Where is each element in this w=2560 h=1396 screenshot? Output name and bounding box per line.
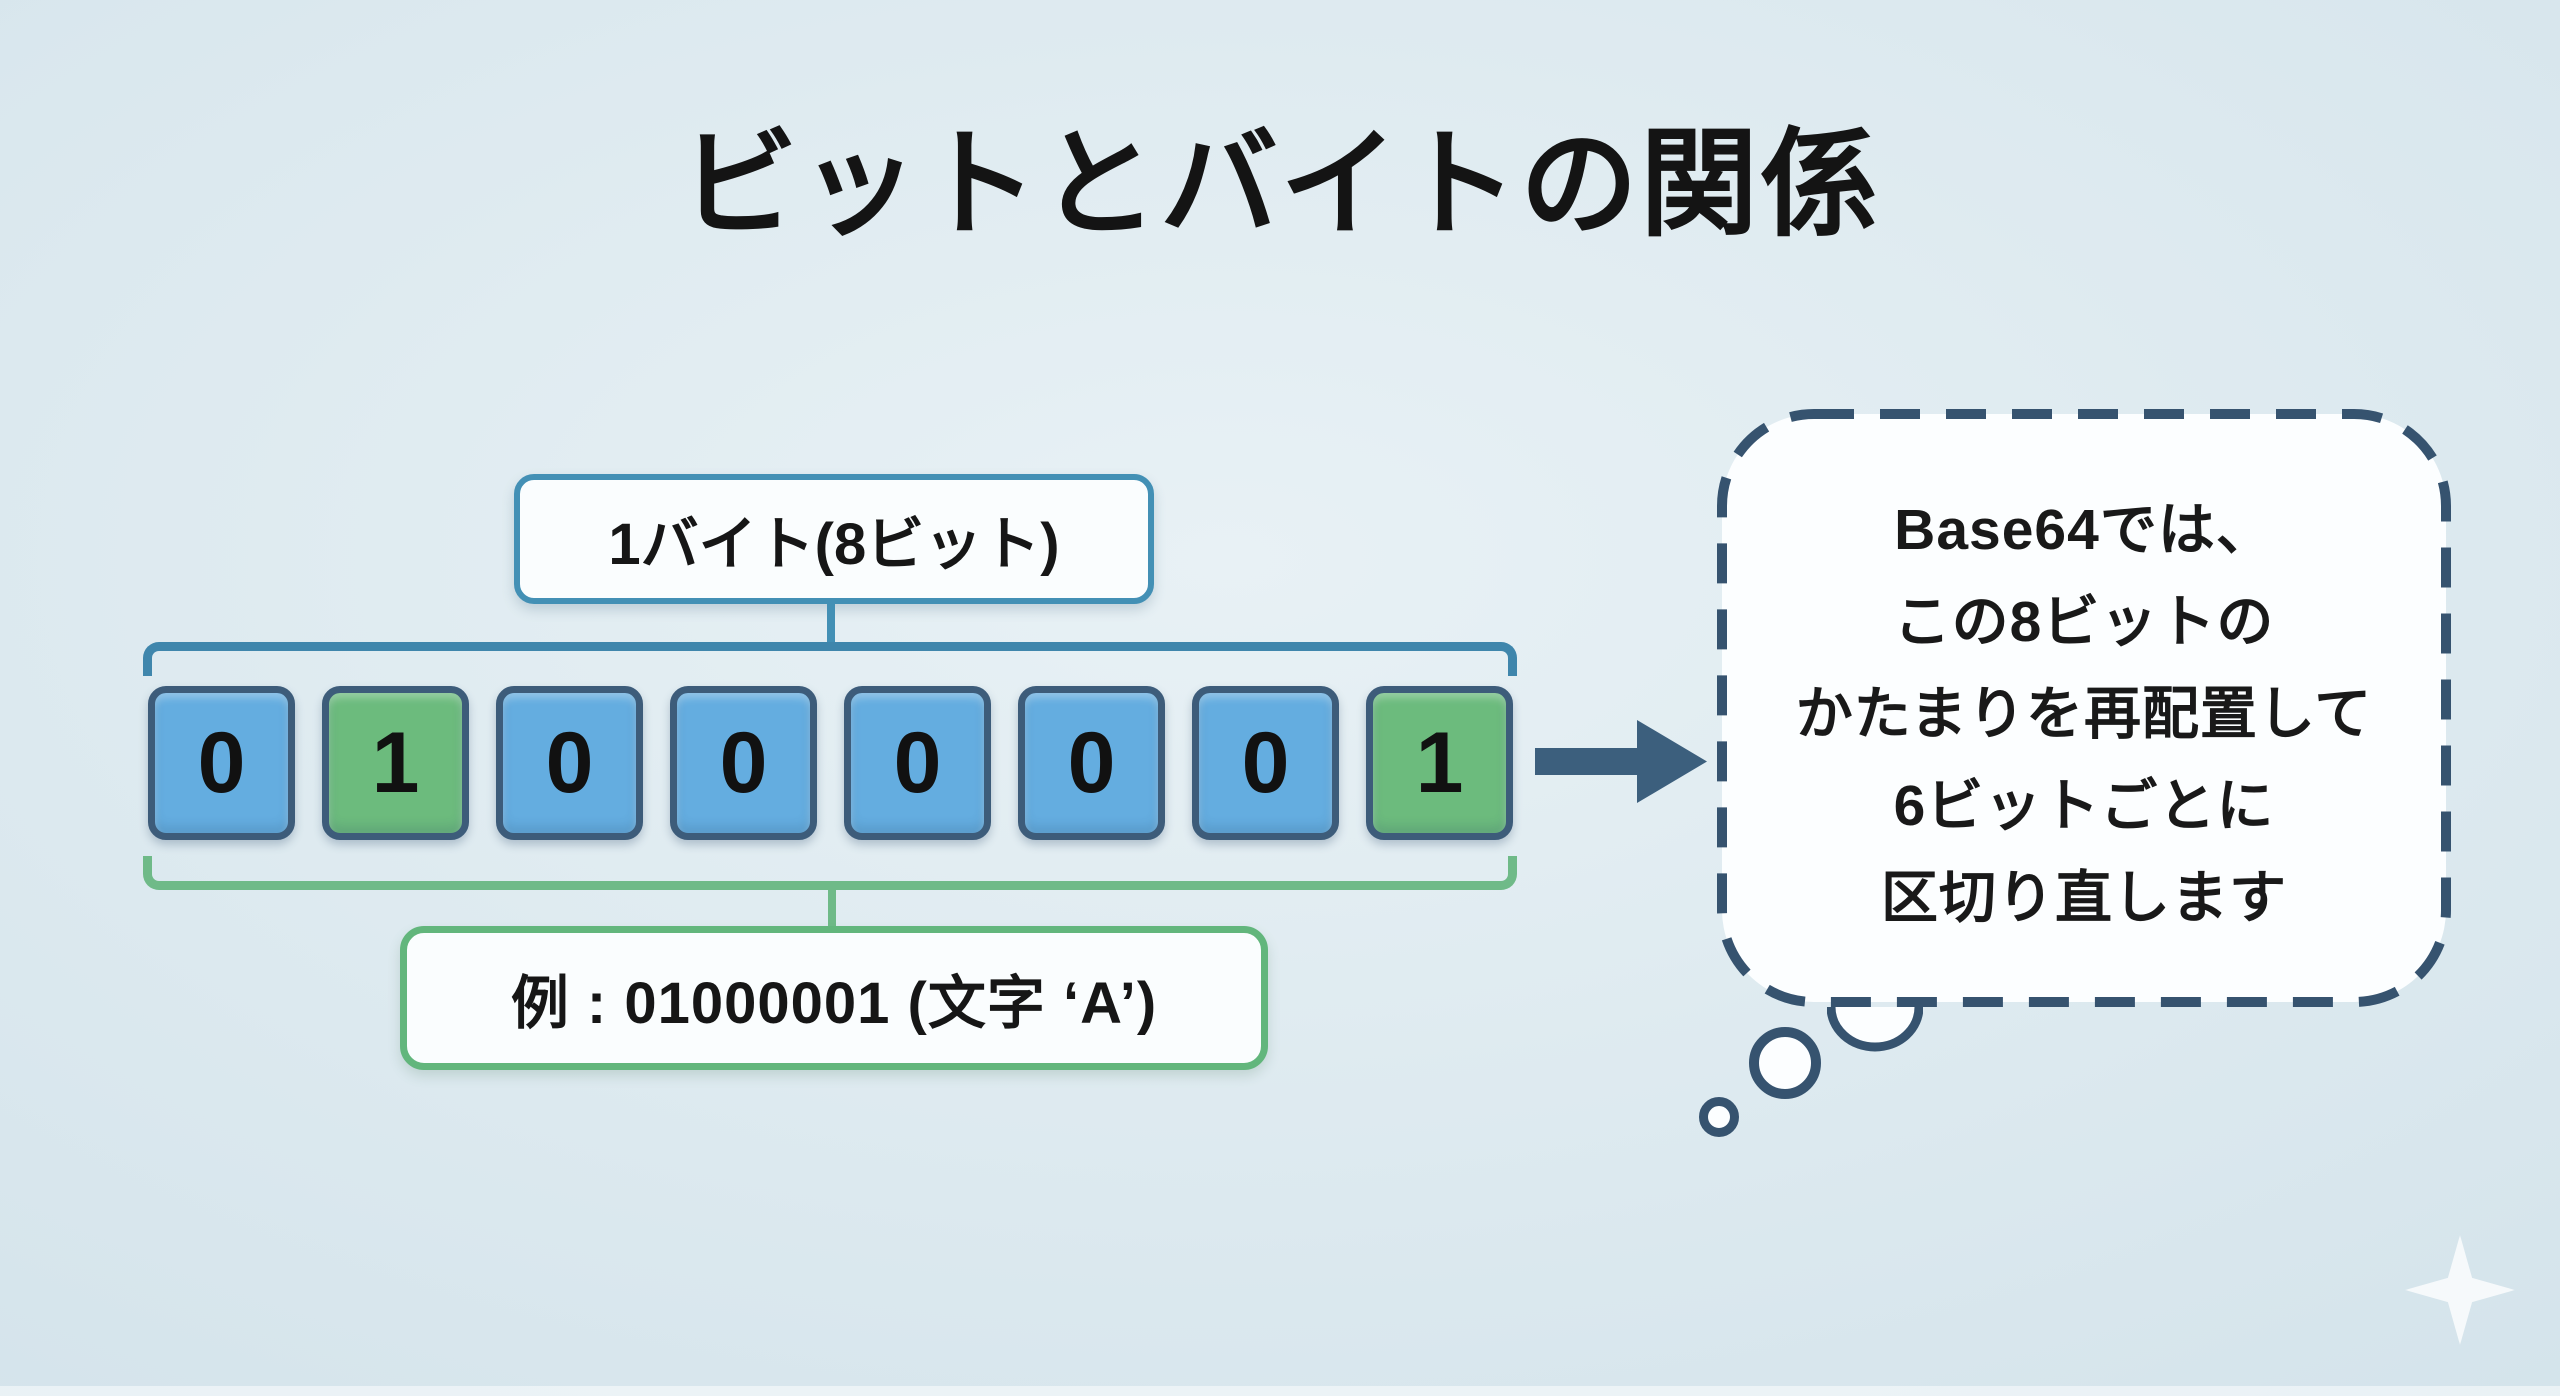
thought-bubble-border <box>1717 409 2451 1007</box>
bit-cell: 0 <box>844 686 991 840</box>
bit-cell: 1 <box>322 686 469 840</box>
thought-bubble-tail-circle <box>1699 1097 1739 1137</box>
byte-label-box: 1バイト(8ビット) <box>514 474 1154 604</box>
bubble-line: 6ビットごとに <box>1893 774 2275 838</box>
thought-bubble: Base64では、 この8ビットの かたまりを再配置して 6ビットごとに 区切り… <box>1716 408 2452 1008</box>
thought-bubble-tail-circle <box>1749 1027 1821 1099</box>
bit-cell: 0 <box>148 686 295 840</box>
bubble-line: Base64では、 <box>1894 498 2274 562</box>
bit-cell: 0 <box>496 686 643 840</box>
example-label-text: 例 : 01000001 (文字 ‘A’) <box>510 971 1158 1036</box>
bubble-line: この8ビットの <box>1893 590 2275 654</box>
thought-bubble-text: Base64では、 この8ビットの かたまりを再配置して 6ビットごとに 区切り… <box>1716 408 2452 1008</box>
sparkle-icon <box>2405 1235 2515 1345</box>
bubble-line: 区切り直します <box>1881 866 2287 930</box>
example-bracket <box>143 856 1517 890</box>
bit-row: 0 1 0 0 0 0 0 1 <box>148 686 1513 840</box>
bit-cell: 0 <box>1192 686 1339 840</box>
example-label-box: 例 : 01000001 (文字 ‘A’) <box>400 926 1268 1070</box>
byte-bracket <box>143 642 1517 676</box>
bottom-highlight-strip <box>0 1386 2560 1396</box>
byte-connector-line <box>827 600 835 646</box>
example-connector-line <box>828 888 836 928</box>
bit-cell: 0 <box>1018 686 1165 840</box>
bubble-line: かたまりを再配置して <box>1795 682 2373 746</box>
bit-cell: 0 <box>670 686 817 840</box>
byte-label-text: 1バイト(8ビット) <box>608 512 1060 577</box>
bit-cell: 1 <box>1366 686 1513 840</box>
thought-bubble-scallop <box>1827 1006 1923 1052</box>
right-arrow-icon <box>1535 720 1707 803</box>
page-title: ビットとバイトの関係 <box>679 119 1880 251</box>
